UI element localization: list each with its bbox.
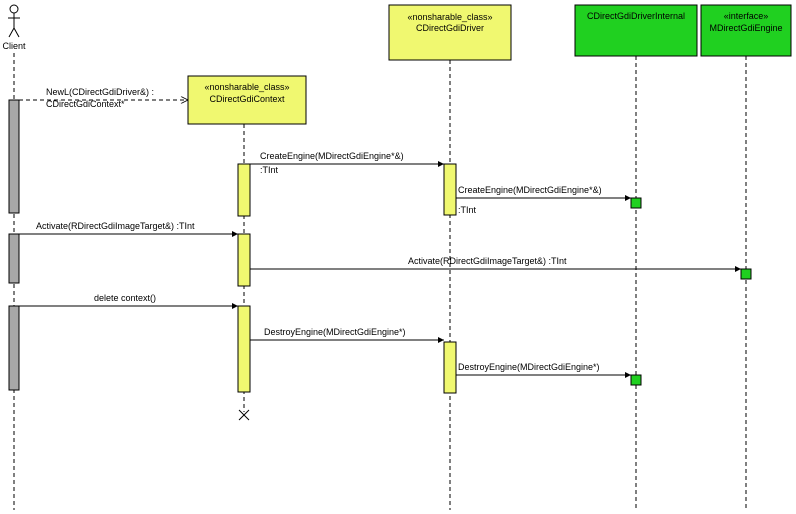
driver-activation-1: [443, 163, 457, 216]
stick-figure-icon: [8, 4, 20, 38]
message-destroy-engine-1-label: DestroyEngine(MDirectGdiEngine*): [264, 327, 406, 337]
driver-stereotype: «nonsharable_class»: [407, 12, 492, 22]
context-name: CDirectGdiContext: [209, 94, 285, 104]
internal-activation-2: [630, 374, 642, 386]
client-actor[interactable]: Client: [2, 4, 26, 51]
context-activation-2: [237, 233, 251, 287]
message-delete-label: delete context(): [94, 293, 156, 303]
client-label: Client: [2, 41, 26, 51]
message-newl-label-line1: NewL(CDirectGdiDriver&) :: [46, 87, 154, 97]
driver-activation-2: [443, 341, 457, 394]
message-create-engine-2-return: :TInt: [458, 205, 477, 215]
message-activate-2-label: Activate(RDirectGdiImageTarget&) :TInt: [408, 256, 567, 266]
message-create-engine-1-return: :TInt: [260, 165, 279, 175]
client-activation-1: [8, 99, 20, 214]
client-activation-2: [8, 233, 20, 284]
engine-box[interactable]: «interface» MDirectGdiEngine: [700, 4, 792, 57]
message-create-engine-2[interactable]: CreateEngine(MDirectGdiEngine*&) :TInt: [456, 185, 631, 215]
message-delete[interactable]: delete context(): [19, 293, 238, 309]
context-activation-1: [237, 163, 251, 217]
message-destroy-engine-2-label: DestroyEngine(MDirectGdiEngine*): [458, 362, 600, 372]
client-activation-3: [8, 305, 20, 391]
engine-name: MDirectGdiEngine: [709, 23, 782, 33]
message-create-engine-2-label: CreateEngine(MDirectGdiEngine*&): [458, 185, 602, 195]
driver-box[interactable]: «nonsharable_class» CDirectGdiDriver: [388, 4, 512, 61]
engine-stereotype: «interface»: [724, 11, 769, 21]
message-destroy-engine-1[interactable]: DestroyEngine(MDirectGdiEngine*): [250, 327, 444, 343]
message-newl[interactable]: NewL(CDirectGdiDriver&) : CDirectGdiCont…: [19, 87, 188, 109]
message-destroy-engine-2[interactable]: DestroyEngine(MDirectGdiEngine*): [456, 362, 631, 378]
message-activate-2[interactable]: Activate(RDirectGdiImageTarget&) :TInt: [250, 256, 741, 272]
message-create-engine-1[interactable]: CreateEngine(MDirectGdiEngine*&) :TInt: [250, 151, 444, 175]
internal-box[interactable]: CDirectGdiDriverInternal: [574, 4, 698, 57]
engine-activation: [740, 268, 752, 280]
driver-name: CDirectGdiDriver: [416, 23, 484, 33]
message-activate-1-label: Activate(RDirectGdiImageTarget&) :TInt: [36, 221, 195, 231]
message-activate-1[interactable]: Activate(RDirectGdiImageTarget&) :TInt: [19, 221, 238, 237]
destroy-cross-icon: [238, 409, 250, 421]
context-box[interactable]: «nonsharable_class» CDirectGdiContext: [187, 75, 307, 125]
message-newl-label-line2: CDirectGdiContext*: [46, 99, 125, 109]
internal-activation-1: [630, 197, 642, 209]
message-create-engine-1-label: CreateEngine(MDirectGdiEngine*&): [260, 151, 404, 161]
internal-name: CDirectGdiDriverInternal: [587, 11, 685, 21]
context-activation-3: [237, 305, 251, 393]
context-stereotype: «nonsharable_class»: [204, 82, 289, 92]
